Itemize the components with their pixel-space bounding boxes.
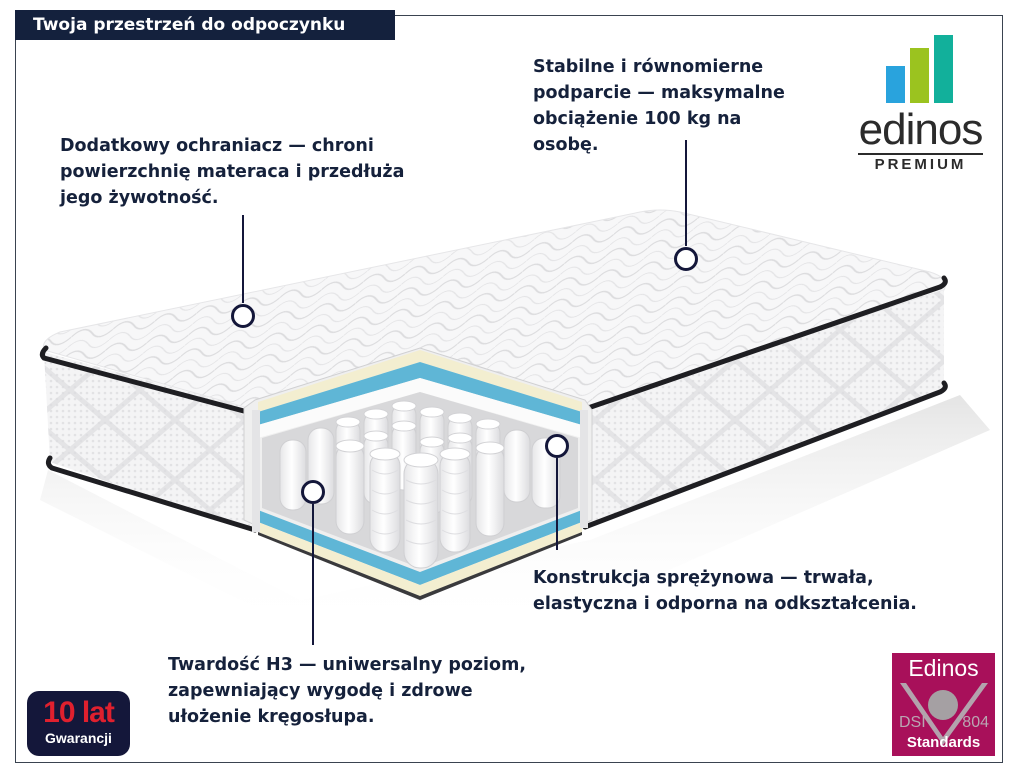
standards-badge: Edinos DSI 804 Standards bbox=[892, 653, 995, 756]
warranty-years: 10 lat bbox=[43, 696, 115, 729]
standards-brand: Edinos bbox=[908, 655, 979, 681]
brand-divider bbox=[858, 153, 983, 155]
callout-protector: Dodatkowy ochraniacz — chroni powierzchn… bbox=[60, 136, 405, 208]
callout-springs: Konstrukcja sprężynowa — trwała, elastyc… bbox=[533, 568, 917, 614]
marker-firmness bbox=[301, 480, 325, 504]
standards-label: Standards bbox=[906, 734, 981, 751]
marker-protector bbox=[231, 304, 255, 328]
brand-logo: edinos PREMIUM bbox=[853, 30, 988, 175]
warranty-badge: 10 lat Gwarancji bbox=[27, 691, 130, 756]
marker-springs bbox=[545, 434, 569, 458]
marker-support bbox=[674, 247, 698, 271]
callout-firmness: Twardość H3 — uniwersalny poziom, zapewn… bbox=[168, 655, 526, 727]
brand-tier: PREMIUM bbox=[874, 156, 967, 173]
infographic-frame bbox=[15, 15, 1003, 763]
brand-name: edinos bbox=[858, 105, 984, 154]
bar-chart-icon bbox=[884, 35, 959, 103]
check-v-icon bbox=[900, 683, 988, 745]
standards-code-right: 804 bbox=[962, 714, 989, 731]
standards-code-left: DSI bbox=[899, 714, 926, 731]
warranty-label: Gwarancji bbox=[45, 730, 112, 746]
header-title: Twoja przestrzeń do odpoczynku bbox=[15, 10, 395, 40]
callout-support: Stabilne i równomierne podparcie — maksy… bbox=[533, 57, 785, 155]
